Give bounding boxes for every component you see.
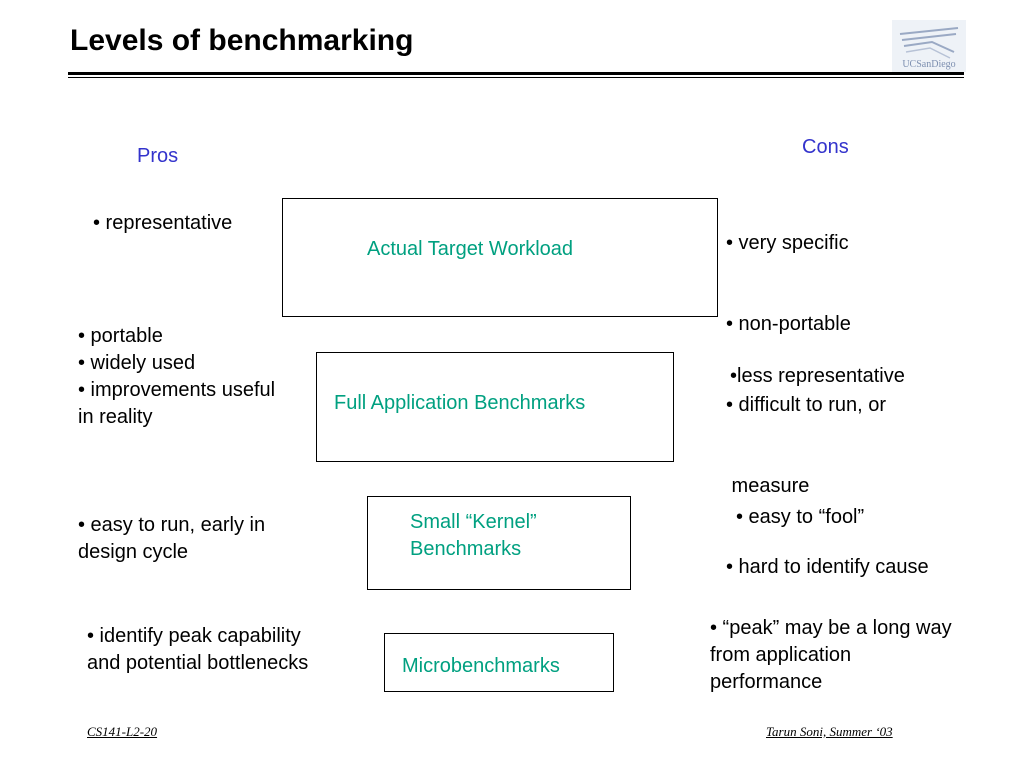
title-rule-thin [68,77,964,78]
box-actual-target-workload [282,198,718,317]
cons-item: performance [710,671,823,693]
cons-item: from application [710,644,852,666]
pros-level-2: • portable • widely used • improvements … [78,323,275,431]
cons-header: Cons [802,136,849,158]
slide-title: Levels of benchmarking [70,24,414,57]
pros-header: Pros [137,145,179,167]
label-full-application-benchmarks: Full Application Benchmarks [334,392,586,414]
label-microbenchmarks: Microbenchmarks [402,655,560,677]
label-line: Benchmarks [410,538,522,560]
box-full-application-benchmarks [316,352,674,462]
footer-slide-id: CS141-L2-20 [87,724,158,739]
cons-level-4: • “peak” may be a long way from applicat… [710,615,952,696]
cons-item: • non-portable [726,313,851,335]
pros-item: • improvements useful [78,379,276,401]
logo-text: UCSanDiego [902,59,955,70]
cons-item: • very specific [726,232,849,254]
cons-item: • difficult to run, or [726,394,887,416]
cons-level-2: •less representative [730,363,905,390]
pros-item: design cycle [78,541,189,563]
pros-item: • widely used [78,352,196,374]
pros-item: • identify peak capability [87,625,301,647]
box-small-kernel-benchmarks [367,496,631,590]
cons-item: • “peak” may be a long way [710,617,952,639]
pros-item: • portable [78,325,163,347]
label-actual-target-workload: Actual Target Workload [367,238,574,260]
footer-author: Tarun Soni, Summer ‘03 [766,724,893,739]
cons-item: • easy to “fool” [736,506,865,528]
cons-item: • hard to identify cause [726,556,929,578]
ucsd-logo: UCSanDiego [892,20,966,72]
label-line: Small “Kernel” [410,511,537,533]
box-microbenchmarks [384,633,614,692]
pros-item: • easy to run, early in [78,514,266,536]
pros-item: and potential bottlenecks [87,652,309,674]
cons-item: measure [726,475,810,497]
pros-item: in reality [78,406,153,428]
pros-level-4: • identify peak capability and potential… [87,623,308,677]
pros-level-1: • representative [93,210,232,237]
cons-level-1: • very specific • non-portable • difficu… [726,176,929,608]
ucsd-logo-icon: UCSanDiego [892,20,966,72]
cons-level-3: • easy to “fool” [736,504,864,531]
cons-item: •less representative [730,365,905,387]
label-small-kernel-benchmarks: Small “Kernel” Benchmarks [410,509,537,563]
title-rule-thick [68,72,964,75]
pros-level-3: • easy to run, early in design cycle [78,512,265,566]
pros-item: • representative [93,212,233,234]
